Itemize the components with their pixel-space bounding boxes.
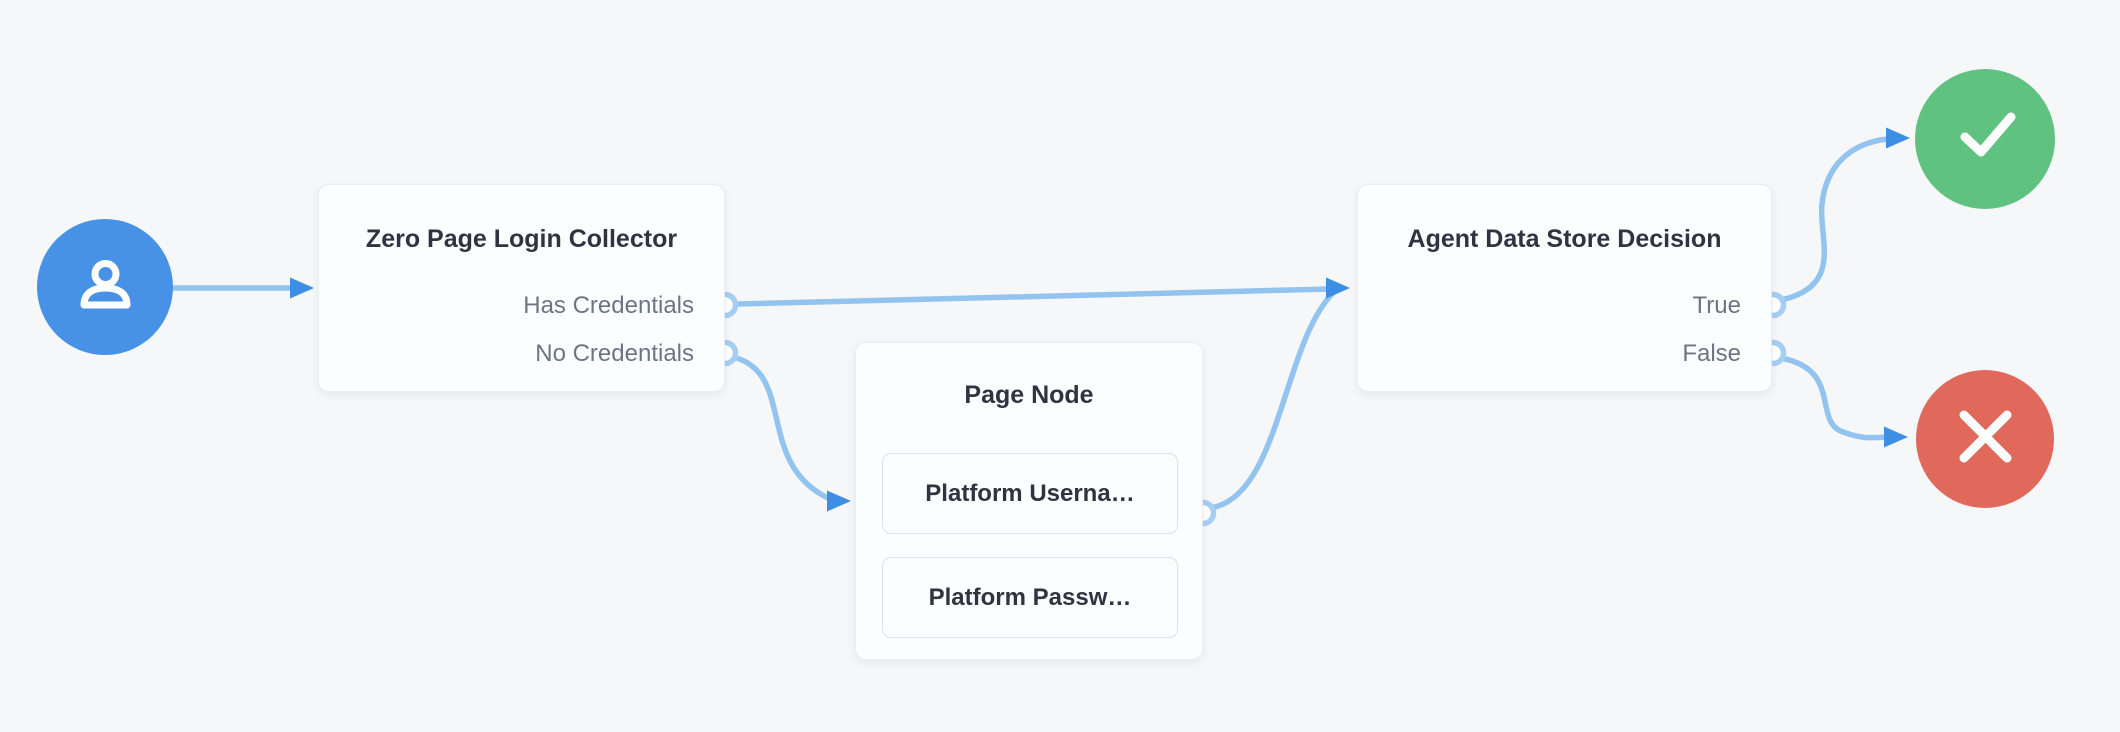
output-label-false: False xyxy=(1682,340,1741,367)
node-title: Agent Data Store Decision xyxy=(1407,225,1722,253)
node-page-node[interactable]: Page Node Platform Userna… Platform Pass… xyxy=(855,342,1203,660)
edge-true-to-success[interactable] xyxy=(1778,136,1891,303)
check-icon xyxy=(1915,67,2055,212)
start-user-node[interactable] xyxy=(37,219,173,355)
user-icon xyxy=(37,217,173,358)
node-agent-data-store-decision[interactable]: Agent Data Store Decision True False xyxy=(1357,184,1772,392)
output-label-no-credentials: No Credentials xyxy=(535,340,694,367)
node-zero-page-login-collector[interactable]: Zero Page Login Collector Has Credential… xyxy=(318,184,725,392)
edge-no-credentials-to-page-node[interactable] xyxy=(730,354,833,502)
output-label-has-credentials: Has Credentials xyxy=(523,292,694,319)
edge-page-node-to-decision[interactable] xyxy=(1207,290,1336,511)
success-node[interactable] xyxy=(1915,69,2055,209)
field-platform-password[interactable]: Platform Passw… xyxy=(882,557,1178,638)
failure-node[interactable] xyxy=(1916,370,2054,508)
node-title: Zero Page Login Collector xyxy=(365,225,678,253)
field-platform-username[interactable]: Platform Userna… xyxy=(882,453,1178,534)
edge-has-credentials-to-decision[interactable] xyxy=(734,286,1333,307)
node-title: Page Node xyxy=(964,381,1094,409)
output-label-true: True xyxy=(1692,292,1741,319)
x-icon xyxy=(1916,368,2054,511)
edge-false-to-failure[interactable] xyxy=(1778,355,1889,441)
